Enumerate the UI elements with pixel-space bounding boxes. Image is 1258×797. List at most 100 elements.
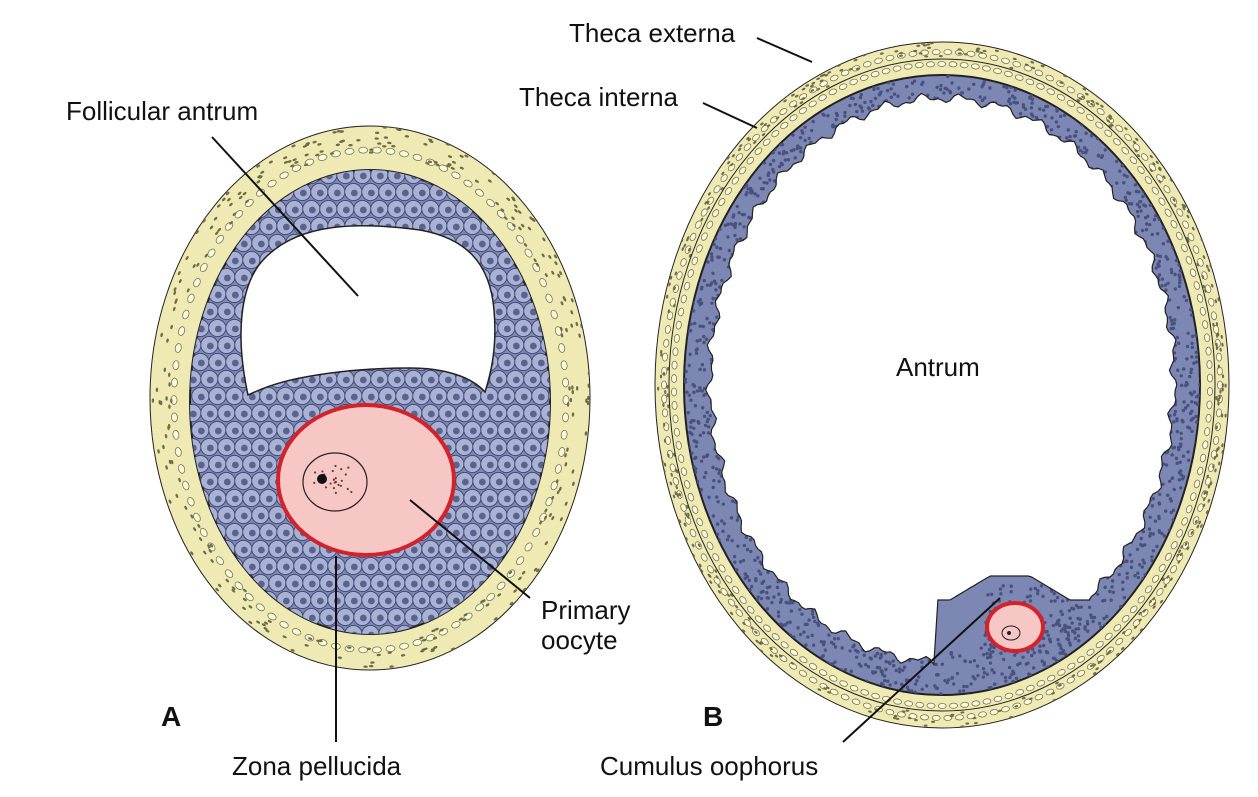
granulosa-dot <box>1067 609 1072 613</box>
granulosa-nucleus <box>452 393 460 401</box>
granulosa-dot <box>1194 395 1199 399</box>
granulosa-nucleus <box>197 427 205 435</box>
granulosa-dot <box>826 114 830 118</box>
theca-cell <box>1204 476 1212 486</box>
theca-fibroblast <box>1215 453 1219 458</box>
granulosa-dot <box>968 660 973 664</box>
granulosa-dot <box>1122 181 1126 185</box>
theca-fibroblast <box>513 589 517 593</box>
granulosa-nucleus <box>461 580 469 588</box>
granulosa-nucleus <box>231 257 239 265</box>
granulosa-dot <box>822 113 826 117</box>
theca-fibroblast <box>1031 66 1036 70</box>
theca-fibroblast <box>1082 87 1087 91</box>
granulosa-dot <box>778 600 783 604</box>
theca-cell <box>720 587 728 596</box>
cumulus-dot <box>1057 642 1061 646</box>
chromatin-dot <box>321 470 324 473</box>
theca-fibroblast <box>726 593 731 597</box>
granulosa-dot <box>810 609 815 613</box>
granulosa-nucleus <box>206 376 214 384</box>
theca-fibroblast <box>1224 413 1227 418</box>
granulosa-dot <box>1180 418 1184 423</box>
granulosa-dot <box>983 96 987 100</box>
granulosa-dot <box>800 128 804 133</box>
granulosa-nucleus <box>206 308 214 316</box>
granulosa-dot <box>909 689 914 693</box>
granulosa-dot <box>1178 269 1182 273</box>
cumulus-dot <box>1041 643 1046 648</box>
theca-fibroblast <box>721 171 725 176</box>
granulosa-dot <box>1102 616 1106 621</box>
granulosa-nucleus <box>197 631 205 634</box>
theca-fibroblast <box>1158 166 1162 171</box>
granulosa-nucleus <box>393 614 401 622</box>
granulosa-nucleus <box>257 240 265 248</box>
granulosa-nucleus <box>529 342 537 350</box>
theca-cell <box>859 74 869 81</box>
granulosa-dot <box>698 338 702 342</box>
granulosa-dot <box>722 521 727 526</box>
granulosa-nucleus <box>325 206 333 214</box>
granulosa-dot <box>902 665 907 669</box>
theca-fibroblast <box>683 522 687 527</box>
granulosa-dot <box>1192 361 1196 365</box>
theca-cell <box>1199 307 1206 316</box>
theca-fibroblast <box>551 495 555 501</box>
theca-fibroblast <box>1159 599 1164 604</box>
theca-fibroblast <box>674 468 678 473</box>
theca-fibroblast <box>662 371 666 376</box>
theca-fibroblast <box>714 569 718 573</box>
theca-fibroblast <box>419 636 424 640</box>
theca-cell <box>712 553 720 562</box>
theca-fibroblast <box>667 309 670 314</box>
granulosa-dot <box>717 456 721 461</box>
granulosa-dot <box>1044 104 1048 109</box>
theca-fibroblast <box>922 44 927 47</box>
granulosa-dot <box>853 102 858 107</box>
theca-cell <box>840 69 850 77</box>
theca-fibroblast <box>1135 137 1139 142</box>
granulosa-dot <box>1162 462 1166 466</box>
theca-fibroblast <box>1177 560 1181 564</box>
granulosa-dot <box>836 636 841 641</box>
granulosa-dot <box>738 237 743 241</box>
granulosa-nucleus <box>418 189 426 197</box>
granulosa-dot <box>704 454 709 458</box>
granulosa-dot <box>1130 559 1134 564</box>
theca-fibroblast <box>374 131 380 135</box>
granulosa-cell <box>344 624 363 634</box>
granulosa-dot <box>705 283 710 287</box>
theca-fibroblast <box>746 136 750 141</box>
granulosa-nucleus <box>359 614 367 622</box>
theca-fibroblast <box>203 550 207 555</box>
theca-fibroblast <box>542 237 546 242</box>
granulosa-dot <box>798 632 803 637</box>
theca-cell <box>840 693 850 701</box>
granulosa-nucleus <box>248 427 256 435</box>
theca-fibroblast <box>717 590 721 594</box>
theca-cell <box>172 429 180 440</box>
granulosa-dot <box>1029 106 1034 110</box>
granulosa-dot <box>1194 355 1199 359</box>
granulosa-dot <box>730 538 734 543</box>
theca-fibroblast <box>1210 283 1214 288</box>
theca-cell <box>754 147 763 155</box>
theca-fibroblast <box>264 621 269 625</box>
granulosa-dot <box>979 646 983 650</box>
granulosa-nucleus <box>308 546 316 554</box>
theca-fibroblast <box>1221 387 1224 392</box>
granulosa-nucleus <box>274 410 282 418</box>
theca-fibroblast <box>184 505 188 510</box>
granulosa-dot <box>748 538 753 542</box>
theca-fibroblast <box>190 551 194 556</box>
granulosa-dot <box>1157 264 1161 268</box>
theca-fibroblast <box>209 543 214 548</box>
theca-fibroblast <box>554 261 558 266</box>
granulosa-dot <box>694 348 698 352</box>
granulosa-dot <box>1163 283 1168 287</box>
theca-cell <box>1181 243 1188 253</box>
granulosa-dot <box>1173 409 1178 414</box>
theca-fibroblast <box>1205 490 1209 495</box>
granulosa-dot <box>701 324 705 329</box>
